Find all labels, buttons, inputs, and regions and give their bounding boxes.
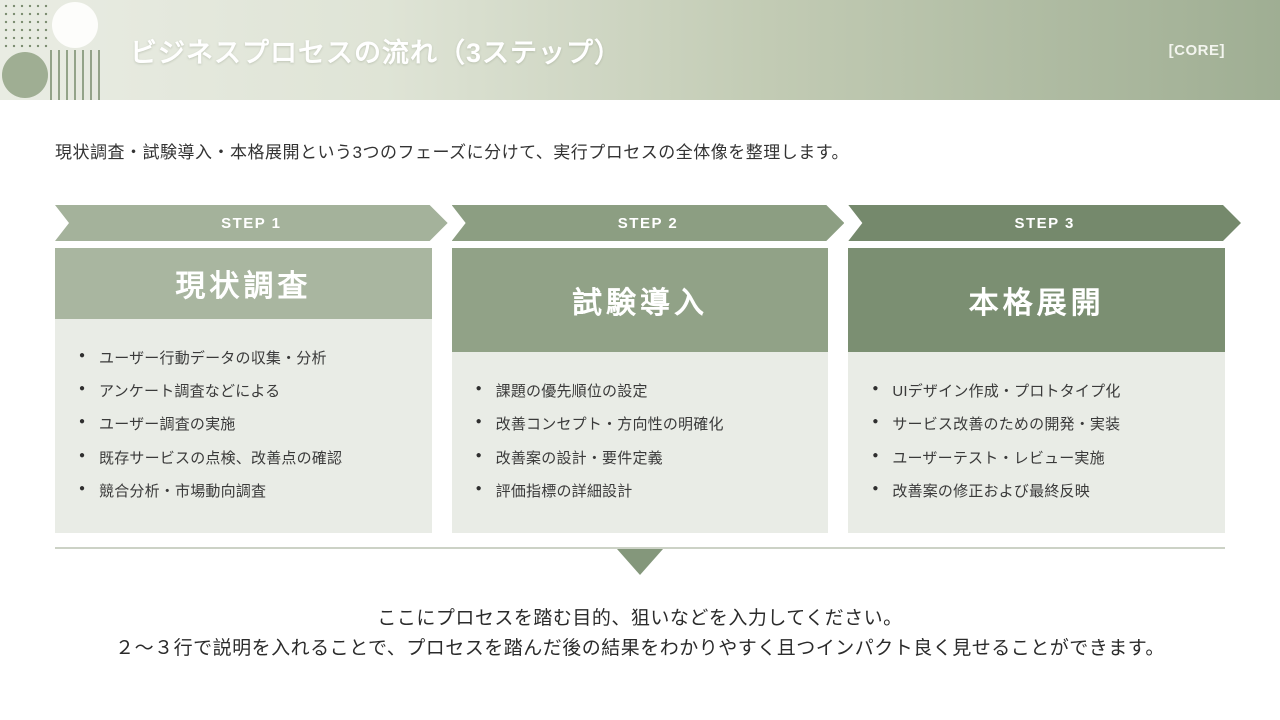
footer-line2: ２〜３行で説明を入れることで、プロセスを踏んだ後の結果をわかりやすく且つインパク… (115, 638, 1165, 660)
corner-decoration (0, 0, 100, 100)
step3-card: 本格展開 UIデザイン作成・プロトタイプ化 サービス改善のための開発・実装 ユー… (848, 248, 1225, 533)
step3-bullet-list: UIデザイン作成・プロトタイプ化 サービス改善のための開発・実装 ユーザーテスト… (872, 380, 1203, 503)
step1-card: 現状調査 ユーザー行動データの収集・分析 アンケート調査などによる ユーザー調査… (55, 248, 432, 533)
divider-line (55, 547, 1225, 549)
green-circle-icon (0, 50, 50, 100)
bullet-item: ユーザーテスト・レビュー実施 (872, 447, 1203, 470)
lines-pattern-icon (50, 50, 100, 100)
step2-banner: STEP 2 (452, 205, 845, 241)
step1-bullet-list: ユーザー行動データの収集・分析 アンケート調査などによる ユーザー調査の実施 既… (79, 347, 410, 503)
down-arrow-icon (617, 549, 663, 575)
page-title: ビジネスプロセスの流れ（3ステップ） (130, 37, 623, 68)
bullet-item: 評価指標の詳細設計 (476, 480, 807, 503)
subtitle: 現状調査・試験導入・本格展開という3つのフェーズに分けて、実行プロセスの全体像を… (55, 143, 850, 162)
step-banner-row: STEP 1 STEP 2 STEP 3 (55, 205, 1225, 241)
step3-card-body: UIデザイン作成・プロトタイプ化 サービス改善のための開発・実装 ユーザーテスト… (848, 352, 1225, 533)
white-circle-icon (50, 0, 100, 50)
step2-bullet-list: 課題の優先順位の設定 改善コンセプト・方向性の明確化 改善案の設計・要件定義 評… (476, 380, 807, 503)
step2-card: 試験導入 課題の優先順位の設定 改善コンセプト・方向性の明確化 改善案の設計・要… (451, 248, 829, 533)
bullet-item: ユーザー行動データの収集・分析 (79, 347, 410, 370)
bullet-item: UIデザイン作成・プロトタイプ化 (872, 380, 1203, 403)
header-band: ビジネスプロセスの流れ（3ステップ） [CORE] (0, 0, 1280, 100)
bullet-item: 改善案の設計・要件定義 (476, 447, 807, 470)
core-tag: [CORE] (1168, 41, 1225, 59)
bullet-item: サービス改善のための開発・実装 (872, 413, 1203, 436)
bullet-item: 改善コンセプト・方向性の明確化 (476, 413, 807, 436)
step1-card-title: 現状調査 (55, 248, 432, 319)
step1-card-body: ユーザー行動データの収集・分析 アンケート調査などによる ユーザー調査の実施 既… (55, 318, 432, 533)
bullet-item: 課題の優先順位の設定 (476, 380, 807, 403)
bullet-item: 改善案の修正および最終反映 (872, 480, 1203, 503)
footer-description: ここにプロセスを踏む目的、狙いなどを入力してください。 ２〜３行で説明を入れるこ… (0, 604, 1280, 665)
cards-row: 現状調査 ユーザー行動データの収集・分析 アンケート調査などによる ユーザー調査… (55, 248, 1225, 533)
step3-banner: STEP 3 (848, 205, 1241, 241)
bullet-item: アンケート調査などによる (79, 380, 410, 403)
step2-card-title: 試験導入 (451, 248, 829, 352)
bullet-item: 既存サービスの点検、改善点の確認 (79, 447, 410, 470)
step3-card-title: 本格展開 (848, 248, 1225, 352)
dots-pattern-icon (0, 0, 50, 50)
bullet-item: 競合分析・市場動向調査 (79, 480, 410, 503)
bullet-item: ユーザー調査の実施 (79, 413, 410, 436)
footer-line1: ここにプロセスを踏む目的、狙いなどを入力してください。 (377, 608, 903, 629)
step2-card-body: 課題の優先順位の設定 改善コンセプト・方向性の明確化 改善案の設計・要件定義 評… (451, 352, 829, 533)
step1-banner: STEP 1 (55, 205, 448, 241)
